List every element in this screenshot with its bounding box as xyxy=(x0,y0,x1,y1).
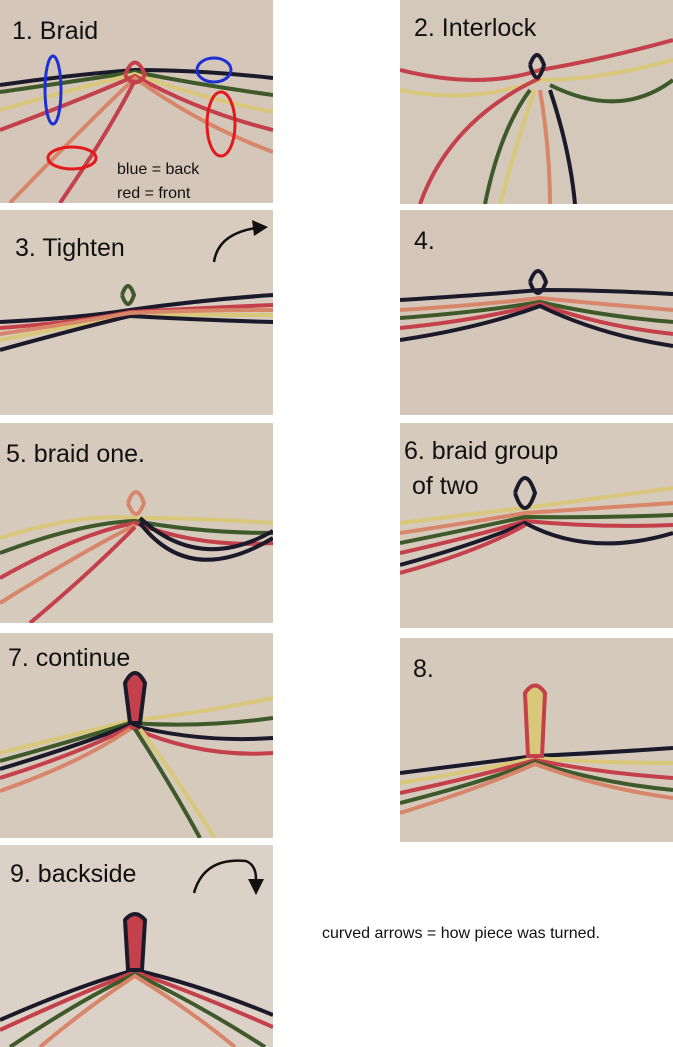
step-9-caption: 9. backside xyxy=(10,860,137,888)
step-4-photo: 4. xyxy=(400,210,673,415)
step-6-caption: 6. braid group xyxy=(404,437,559,465)
turn-arrow-icon xyxy=(212,220,268,263)
step-5-caption: 5. braid one. xyxy=(6,440,145,468)
step-2-caption: 2. Interlock xyxy=(414,14,537,42)
step-7-photo: 7. continue xyxy=(0,633,273,838)
thread-photo-4 xyxy=(400,210,673,415)
thread-photo-3 xyxy=(0,210,273,415)
step-1-caption: 1. Braid xyxy=(12,17,99,45)
legend-ovals xyxy=(43,54,237,171)
legend-blue: blue = back xyxy=(117,161,200,178)
step-3-caption: 3. Tighten xyxy=(15,234,125,262)
step-9-photo: 9. backside xyxy=(0,845,273,1047)
thread-photo-6 xyxy=(400,423,673,628)
step-8-caption: 8. xyxy=(413,655,434,683)
step-4-caption: 4. xyxy=(414,227,435,255)
step-3-photo: 3. Tighten xyxy=(0,210,273,415)
step-1-photo: 1. Braid blue = back red = front xyxy=(0,0,273,203)
step-2-photo: 2. Interlock xyxy=(400,0,673,204)
thread-photo-2 xyxy=(400,0,673,204)
step-6-caption-line-2: of two xyxy=(412,472,479,500)
note-text: curved arrows = how piece was turned. xyxy=(322,925,600,942)
step-6-photo: 6. braid group of two xyxy=(400,423,673,628)
thread-photo-5 xyxy=(0,423,273,623)
thread-photo-8 xyxy=(400,638,673,842)
thread-photo-7 xyxy=(0,633,273,838)
step-7-caption: 7. continue xyxy=(8,644,131,672)
thread-photo-9 xyxy=(0,845,273,1047)
turn-arrow-icon xyxy=(192,859,264,895)
legend-red: red = front xyxy=(117,185,191,202)
step-5-photo: 5. braid one. xyxy=(0,423,273,623)
step-8-photo: 8. xyxy=(400,638,673,842)
